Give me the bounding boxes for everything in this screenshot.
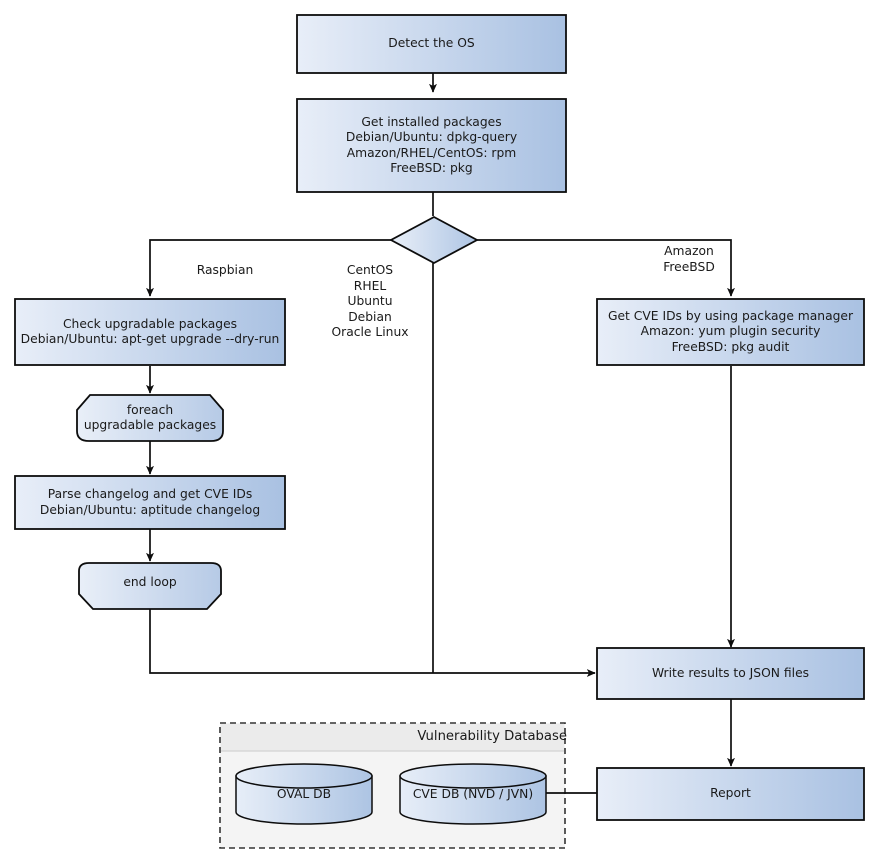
node-parse-changelog-shape[interactable] xyxy=(14,475,286,530)
node-foreach-shape[interactable] xyxy=(76,394,224,442)
node-oval-db-shape[interactable] xyxy=(235,763,373,825)
node-cve-db-shape[interactable] xyxy=(399,763,547,825)
node-get-installed-packages-shape[interactable] xyxy=(296,98,567,193)
edge-label-middle-os-list: CentOS RHEL Ubuntu Debian Oracle Linux xyxy=(331,263,409,339)
node-write-results-shape[interactable] xyxy=(596,647,865,700)
flowchart-connectors xyxy=(146,73,735,794)
node-get-cve-ids-shape[interactable] xyxy=(596,298,865,366)
node-end-loop-shape[interactable] xyxy=(78,562,222,610)
node-report-shape[interactable] xyxy=(596,767,865,821)
vulnerability-database-group-title: Vulnerability Database xyxy=(417,729,567,744)
node-detect-os-shape[interactable] xyxy=(296,14,567,74)
edge-label-amazon-freebsd: Amazon FreeBSD xyxy=(663,244,715,274)
node-check-upgradable-shape[interactable] xyxy=(14,298,286,366)
node-os-decision-shape[interactable] xyxy=(389,215,479,265)
edge-label-raspbian: Raspbian xyxy=(196,263,254,277)
